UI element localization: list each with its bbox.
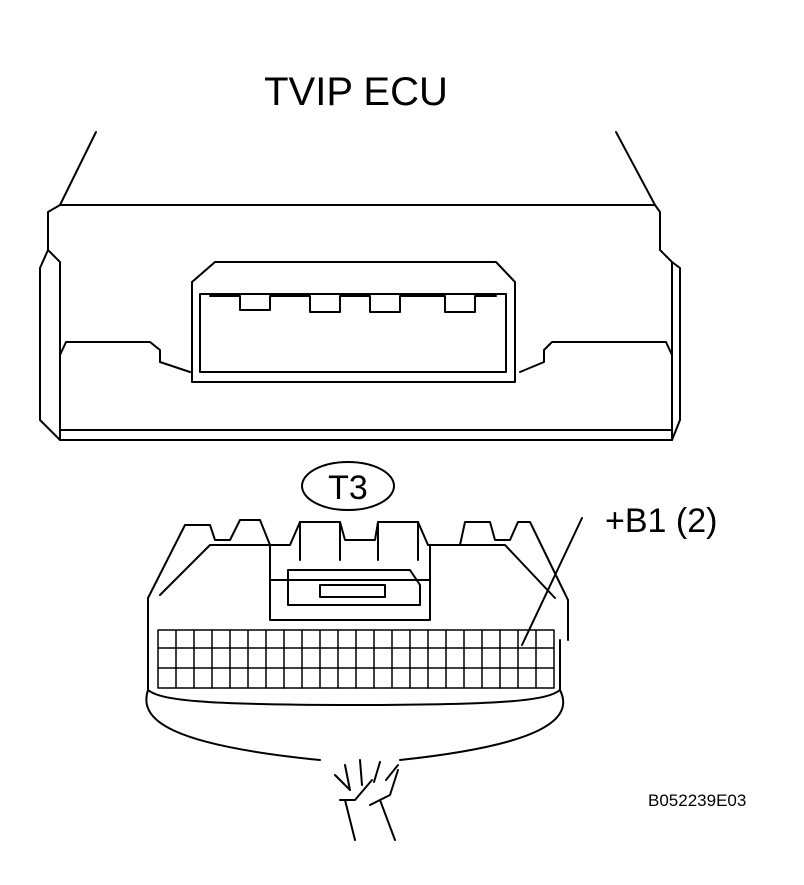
ecu-receptacle	[191, 261, 516, 383]
wire-bundle	[145, 689, 565, 841]
connector-id-callout: T3	[301, 461, 395, 511]
terminal-grid	[157, 629, 555, 689]
figure-code: B052239E03	[648, 791, 746, 810]
harness-connector	[147, 519, 569, 706]
connector-id-label: T3	[328, 469, 368, 507]
pin-leader-line	[521, 517, 583, 646]
ecu-title: TVIP ECU	[264, 70, 448, 114]
pin-label: +B1 (2)	[605, 502, 717, 540]
ecu-housing	[39, 131, 681, 441]
